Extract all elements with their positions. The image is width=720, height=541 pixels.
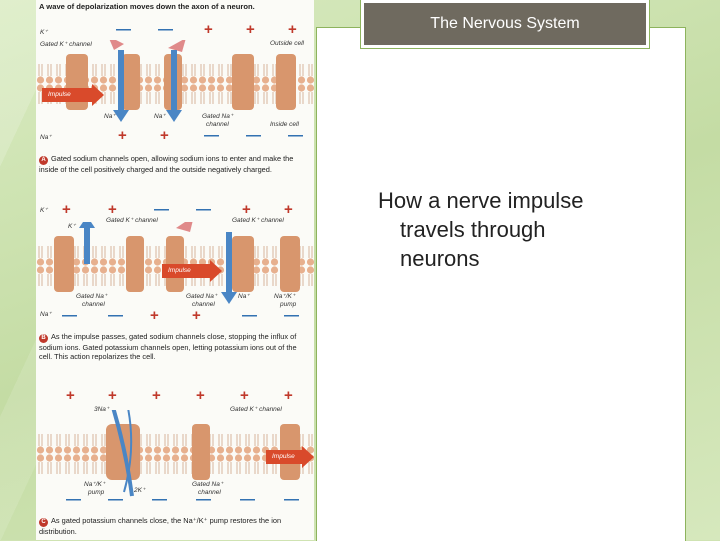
impulse-label-c: Impulse [272, 453, 295, 460]
charge-minus: — [152, 491, 167, 508]
charge-minus: — [246, 127, 261, 144]
charge-plus: + [62, 201, 71, 218]
charge-minus: — [108, 491, 123, 508]
charge-minus: — [204, 127, 219, 144]
label-2k-c: 2K⁺ [134, 487, 146, 494]
label-gated-na-b-m2: channel [192, 301, 215, 308]
label-gated-na-b-l2: channel [82, 301, 105, 308]
charge-plus: + [284, 387, 293, 404]
label-3na-c: 3Na⁺ [94, 406, 110, 413]
charge-plus: + [284, 201, 293, 218]
impulse-arrow-a: Impulse [42, 84, 104, 106]
label-pump-c2: pump [88, 489, 105, 496]
charge-minus: — [62, 307, 77, 324]
charge-plus: + [242, 201, 251, 218]
charge-plus: + [108, 387, 117, 404]
charge-minus: — [240, 491, 255, 508]
slide-content-area [316, 27, 686, 541]
caption-c-text: As gated potassium channels close, the N… [39, 516, 282, 536]
impulse-arrow-c: Impulse [266, 446, 314, 468]
charge-minus: — [196, 201, 211, 218]
charge-minus: — [108, 307, 123, 324]
label-k-b2: K⁺ [68, 223, 76, 230]
impulse-label-a: Impulse [48, 91, 71, 98]
label-gated-k-b: Gated K⁺ channel [106, 217, 158, 224]
label-gated-na-a: Gated Na⁺ [202, 113, 234, 120]
charge-plus: + [204, 21, 213, 38]
charge-minus: — [66, 491, 81, 508]
charge-plus: + [150, 307, 159, 324]
charge-plus: + [160, 127, 169, 144]
panel-letter-c: C [39, 518, 48, 527]
label-na-a1: Na⁺ [104, 113, 116, 120]
label-k-b1: K⁺ [40, 207, 48, 214]
charge-minus: — [154, 201, 169, 218]
figure-heading: A wave of depolarization moves down the … [39, 2, 255, 11]
charge-plus: + [246, 21, 255, 38]
label-na-a2: Na⁺ [154, 113, 166, 120]
label-gated-k-c: Gated K⁺ channel [230, 406, 282, 413]
charge-minus: — [284, 307, 299, 324]
charge-plus: + [108, 201, 117, 218]
label-pump-b2: pump [280, 301, 297, 308]
label-outside-a: Outside cell [270, 40, 304, 47]
charge-plus: + [196, 387, 205, 404]
charge-plus: + [192, 307, 201, 324]
charge-plus: + [152, 387, 161, 404]
impulse-arrow-b: Impulse [162, 260, 222, 282]
caption-a-text: Gated sodium channels open, allowing sod… [39, 154, 294, 174]
slide-title-text: The Nervous System [430, 15, 580, 32]
label-gated-k-b2: Gated K⁺ channel [232, 217, 284, 224]
charge-minus: — [288, 127, 303, 144]
charge-plus: + [66, 387, 75, 404]
label-k-a: K⁺ [40, 29, 48, 36]
body-line-2: travels through [400, 217, 546, 242]
label-gated-na-b-l1: Gated Na⁺ [76, 293, 108, 300]
impulse-label-b: Impulse [168, 267, 191, 274]
charge-plus: + [288, 21, 297, 38]
label-pump-c1: Na⁺/K⁺ [84, 481, 106, 488]
label-inside-a: Inside cell [270, 121, 299, 128]
membrane-a [36, 40, 314, 122]
caption-b-text: As the impulse passes, gated sodium chan… [39, 332, 297, 361]
label-gated-na-c1: Gated Na⁺ [192, 481, 224, 488]
slide-body-text: How a nerve impulse travels through neur… [378, 186, 678, 273]
label-gated-na-b-m1: Gated Na⁺ [186, 293, 218, 300]
charge-plus: + [118, 127, 127, 144]
label-pump-b1: Na⁺/K⁺ [274, 293, 296, 300]
label-gated-k-a: Gated K⁺ channel [40, 41, 92, 48]
charge-plus: + [240, 387, 249, 404]
label-na-left-b: Na⁺ [40, 311, 52, 318]
panel-letter-a: A [39, 156, 48, 165]
charge-minus: — [116, 21, 131, 38]
charge-minus: — [158, 21, 173, 38]
slide-title: The Nervous System [360, 0, 650, 49]
charge-minus: — [284, 491, 299, 508]
label-gated-na-c2: channel [198, 489, 221, 496]
body-line-3: neurons [400, 246, 480, 271]
label-channel-a: channel [206, 121, 229, 128]
label-na-left-a: Na⁺ [40, 134, 52, 141]
panel-letter-b: B [39, 334, 48, 343]
neuron-impulse-diagram: A wave of depolarization moves down the … [36, 0, 314, 540]
charge-minus: — [196, 491, 211, 508]
body-line-1: How a nerve impulse [378, 188, 584, 213]
charge-minus: — [242, 307, 257, 324]
label-na-b-m: Na⁺ [238, 293, 250, 300]
